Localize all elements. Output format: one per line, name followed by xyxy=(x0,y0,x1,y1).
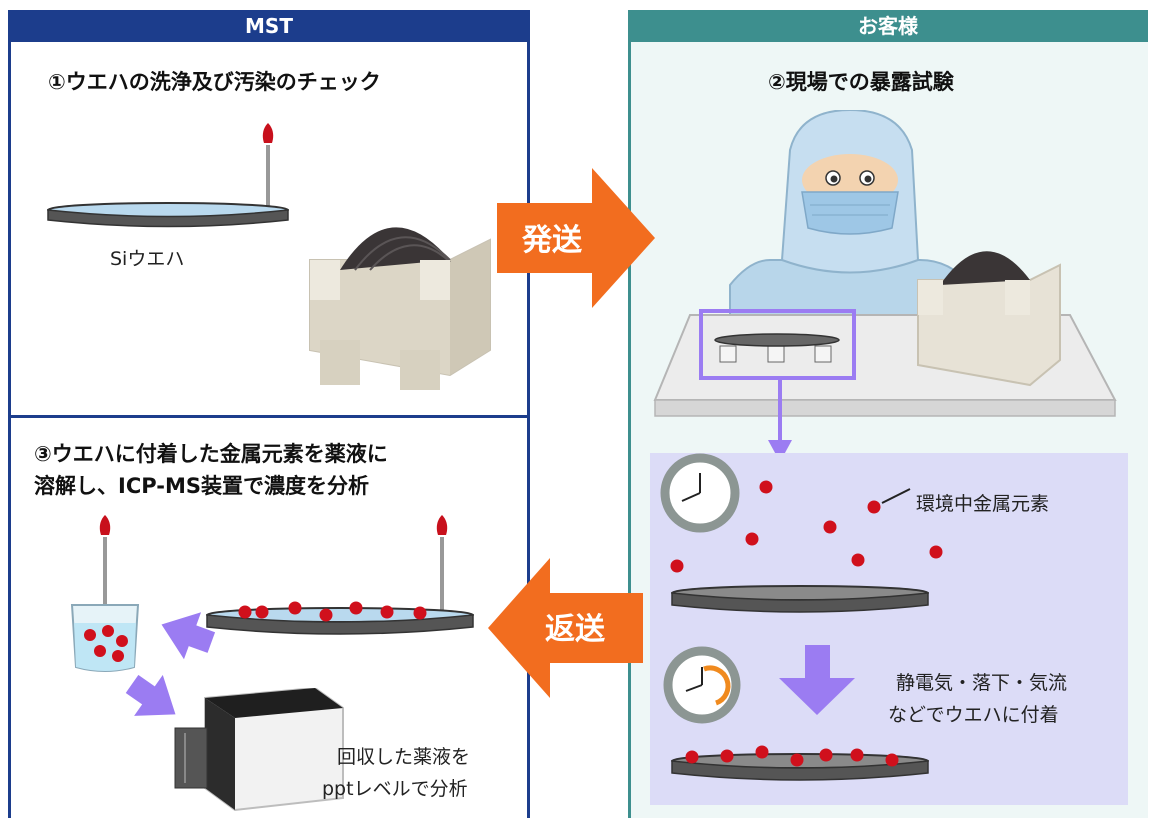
adhesion-label-line2: などでウエハに付着 xyxy=(888,704,1059,726)
purple-down-connector xyxy=(768,376,792,462)
cleanroom-worker-illustration xyxy=(653,110,1117,417)
mst-header: MST xyxy=(8,10,530,42)
mst-panel xyxy=(8,42,530,818)
adhesion-label-line1: 静電気・落下・気流 xyxy=(896,672,1068,694)
purple-arrow-to-beaker-icon xyxy=(161,612,215,660)
pipette-bulb-icon xyxy=(99,515,111,535)
customer-header: お客様 xyxy=(628,10,1148,42)
pipette-bulb-icon xyxy=(262,123,274,143)
metal-particle-legend xyxy=(867,500,881,514)
env-metal-label: 環境中金属元素 xyxy=(916,493,1050,515)
return-arrow-label: 返送 xyxy=(545,612,605,647)
exposure-test-illustration xyxy=(660,453,943,781)
si-wafer-label: Siウエハ xyxy=(110,248,185,270)
purple-down-arrow-icon xyxy=(779,645,855,715)
analysis-label-line1: 回収した薬液を xyxy=(337,746,471,768)
mst-panel-divider xyxy=(8,415,530,418)
pipette-bulb-icon xyxy=(436,515,448,535)
contaminated-wafer-illustration xyxy=(206,515,474,635)
icp-ms-instrument-icon xyxy=(174,688,344,812)
step2-title: ②現場での暴露試験 xyxy=(768,70,954,94)
ship-arrow-label: 発送 xyxy=(522,223,582,258)
step3-title-line2: 溶解し、ICP-MS装置で濃度を分析 xyxy=(34,474,369,498)
analysis-label-line2: pptレベルで分析 xyxy=(322,778,468,800)
wafer-cassette-icon xyxy=(309,227,491,390)
ship-arrow-icon xyxy=(497,168,655,308)
beaker-illustration xyxy=(70,515,140,672)
si-wafer-illustration xyxy=(47,123,289,228)
return-arrow-icon xyxy=(488,558,643,698)
purple-arrow-to-instrument-icon xyxy=(125,675,176,716)
step3-title-line1: ③ウエハに付着した金属元素を薬液に xyxy=(34,442,388,466)
step1-title: ①ウエハの洗浄及び汚染のチェック xyxy=(48,70,381,94)
